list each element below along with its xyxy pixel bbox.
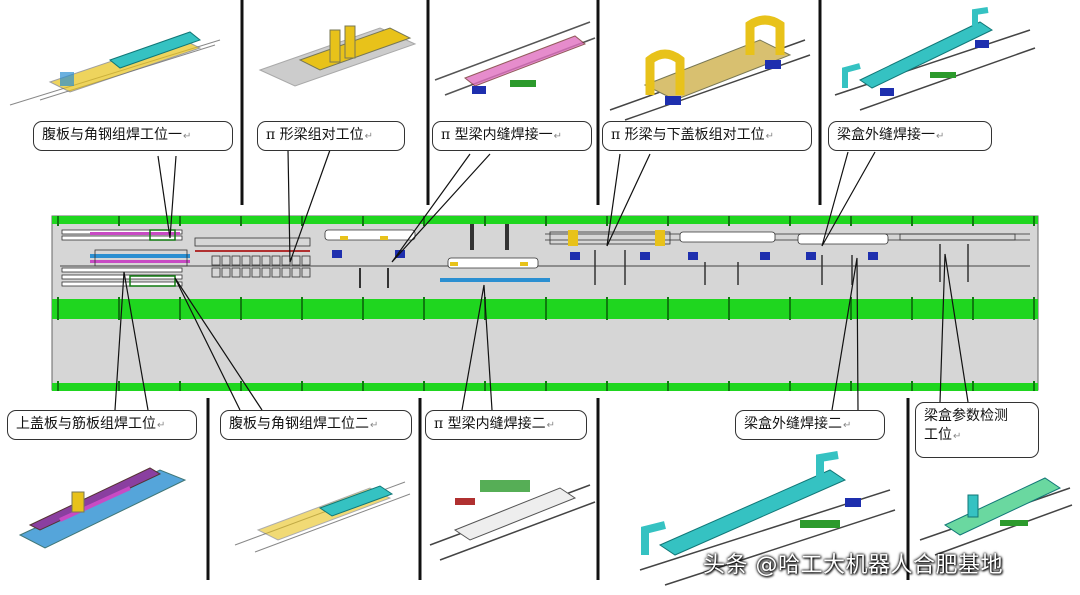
assembly-cell [291, 255, 301, 266]
callout-text: 腹板与角钢组焊工位一 [42, 127, 182, 143]
station-pi-assembly-equipment [194, 237, 311, 278]
callout-web-angle-2: 腹板与角钢组焊工位二↵ [220, 410, 412, 440]
paragraph-mark: ↵ [936, 131, 945, 142]
callout-text: 腹板与角钢组焊工位二 [229, 416, 369, 432]
thumb-top-cover-rib [18, 467, 187, 549]
station-top-cover-equipment [90, 249, 190, 267]
station-web-angle-1-equipment [61, 229, 183, 241]
assembly-cell [241, 255, 251, 266]
callout-text: π 形梁与下盖板组对工位 [611, 127, 765, 143]
callout-web-angle-1: 腹板与角钢组焊工位一↵ [33, 121, 233, 151]
separator-lines [206, 0, 910, 580]
assembly-cell [261, 267, 271, 278]
thumb-web-angle-2 [234, 481, 411, 553]
paragraph-mark: ↵ [546, 420, 556, 431]
assembly-cell [251, 255, 261, 266]
assembly-cell [231, 255, 241, 266]
callout-text-line1: 梁盒参数检测 [924, 408, 1008, 424]
assembly-cell [261, 255, 271, 266]
callout-text: π 型梁内缝焊接一 [441, 127, 553, 143]
callout-pi-inner-weld-2: π 型梁内缝焊接二↵ [425, 410, 587, 440]
assembly-cell [241, 267, 251, 278]
callout-box-inspect: 梁盒参数检测 工位↵ [915, 402, 1039, 458]
callout-text: π 型梁内缝焊接二 [434, 416, 546, 432]
station-pi-bottom-cover-equipment [549, 230, 776, 285]
thumb-pi-inner-weld-2 [429, 480, 596, 561]
thumb-pi-inner-weld-1 [434, 21, 596, 96]
paragraph-mark: ↵ [765, 131, 775, 142]
station-box-inspect-equipment [899, 233, 1016, 282]
watermark: 头条 @哈工大机器人合肥基地 [703, 547, 1003, 579]
callout-pi-bottom-cover: π 形梁与下盖板组对工位↵ [602, 121, 812, 151]
assembly-cell [211, 255, 221, 266]
paragraph-mark: ↵ [843, 420, 852, 431]
assembly-cell [221, 255, 231, 266]
callout-pi-assembly: π 形梁组对工位↵ [257, 121, 405, 151]
assembly-cell [271, 255, 281, 266]
station-pi-inner-weld-2-equipment [440, 224, 550, 282]
paragraph-mark: ↵ [553, 131, 563, 142]
assembly-cell [291, 267, 301, 278]
assembly-cell [211, 267, 221, 278]
callout-pi-inner-weld-1: π 型梁内缝焊接一↵ [432, 121, 592, 151]
leader-lines [114, 149, 969, 411]
assembly-cell [251, 267, 261, 278]
assembly-cell [231, 267, 241, 278]
paragraph-mark: ↵ [183, 131, 192, 142]
callout-text: π 形梁组对工位 [266, 127, 364, 143]
paragraph-mark: ↵ [157, 420, 166, 431]
watermark-prefix: 头条 [703, 553, 756, 578]
thumb-pi-bottom-cover [609, 15, 811, 121]
column-ticks [57, 216, 1035, 391]
assembly-cell [301, 267, 311, 278]
assembly-cell [221, 267, 231, 278]
station-box-outer-weld-equipment [797, 233, 889, 285]
callout-text-line2: 工位 [924, 427, 952, 443]
paragraph-mark: ↵ [370, 420, 379, 431]
callout-text: 上盖板与筋板组焊工位 [16, 416, 156, 432]
thumb-box-inspect [919, 477, 1073, 556]
watermark-handle: @哈工大机器人合肥基地 [755, 553, 1004, 578]
thumb-web-angle-1 [9, 31, 221, 106]
paragraph-mark: ↵ [364, 131, 374, 142]
thumb-box-outer-weld-1 [834, 7, 1036, 111]
callout-box-outer-weld-1: 梁盒外缝焊接一↵ [828, 121, 992, 151]
paragraph-mark: ↵ [953, 431, 962, 442]
floor-plan [51, 215, 1039, 391]
callout-top-cover-rib: 上盖板与筋板组焊工位↵ [7, 410, 197, 440]
assembly-cell [301, 255, 311, 266]
callout-box-outer-weld-2: 梁盒外缝焊接二↵ [735, 410, 885, 440]
callout-text: 梁盒外缝焊接一 [837, 127, 935, 143]
callout-text: 梁盒外缝焊接二 [744, 416, 842, 432]
assembly-cell [281, 267, 291, 278]
station-web-angle-2-equipment [61, 267, 183, 287]
thumb-box-outer-weld-2 [639, 451, 896, 586]
assembly-cell [271, 267, 281, 278]
thumb-pi-assembly [258, 25, 417, 87]
